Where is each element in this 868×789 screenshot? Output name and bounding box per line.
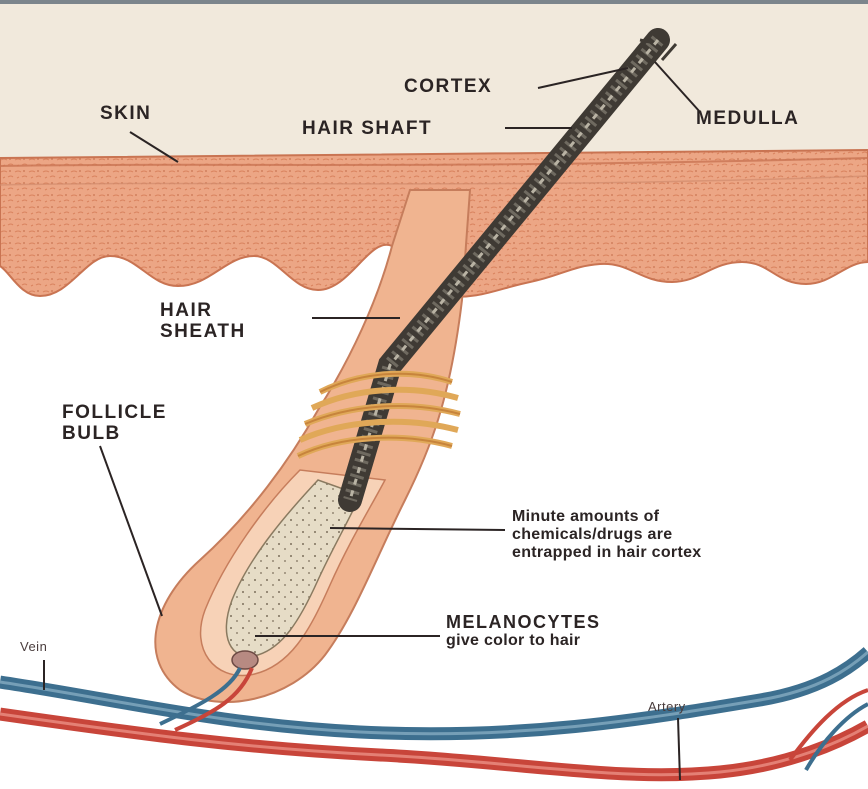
label-hair-sheath: HAIR SHEATH	[160, 300, 246, 343]
label-follicle-bulb: FOLLICLE BULB	[62, 402, 167, 445]
label-cortex-note-line-3: entrapped in hair cortex	[512, 544, 701, 562]
label-melanocytes-line-2: give color to hair	[446, 632, 601, 650]
label-skin: SKIN	[100, 103, 151, 124]
label-medulla: MEDULLA	[696, 108, 799, 129]
label-artery: Artery	[648, 700, 686, 715]
label-follicle-bulb-line-2: BULB	[62, 423, 167, 444]
dermal-papilla	[232, 651, 258, 669]
label-cortex-note: Minute amounts of chemicals/drugs are en…	[512, 508, 701, 562]
artery	[0, 714, 868, 775]
label-melanocytes-line-1: MELANOCYTES	[446, 612, 601, 632]
vein	[0, 652, 868, 734]
label-follicle-bulb-line-1: FOLLICLE	[62, 402, 167, 423]
label-cortex: CORTEX	[404, 76, 492, 97]
label-hair-sheath-line-2: SHEATH	[160, 321, 246, 342]
label-hair-shaft: HAIR SHAFT	[302, 118, 432, 139]
label-vein: Vein	[20, 640, 47, 655]
label-hair-sheath-line-1: HAIR	[160, 300, 246, 321]
label-cortex-note-line-2: chemicals/drugs are	[512, 526, 701, 544]
label-cortex-note-line-1: Minute amounts of	[512, 508, 701, 526]
label-melanocytes: MELANOCYTES give color to hair	[446, 612, 601, 650]
